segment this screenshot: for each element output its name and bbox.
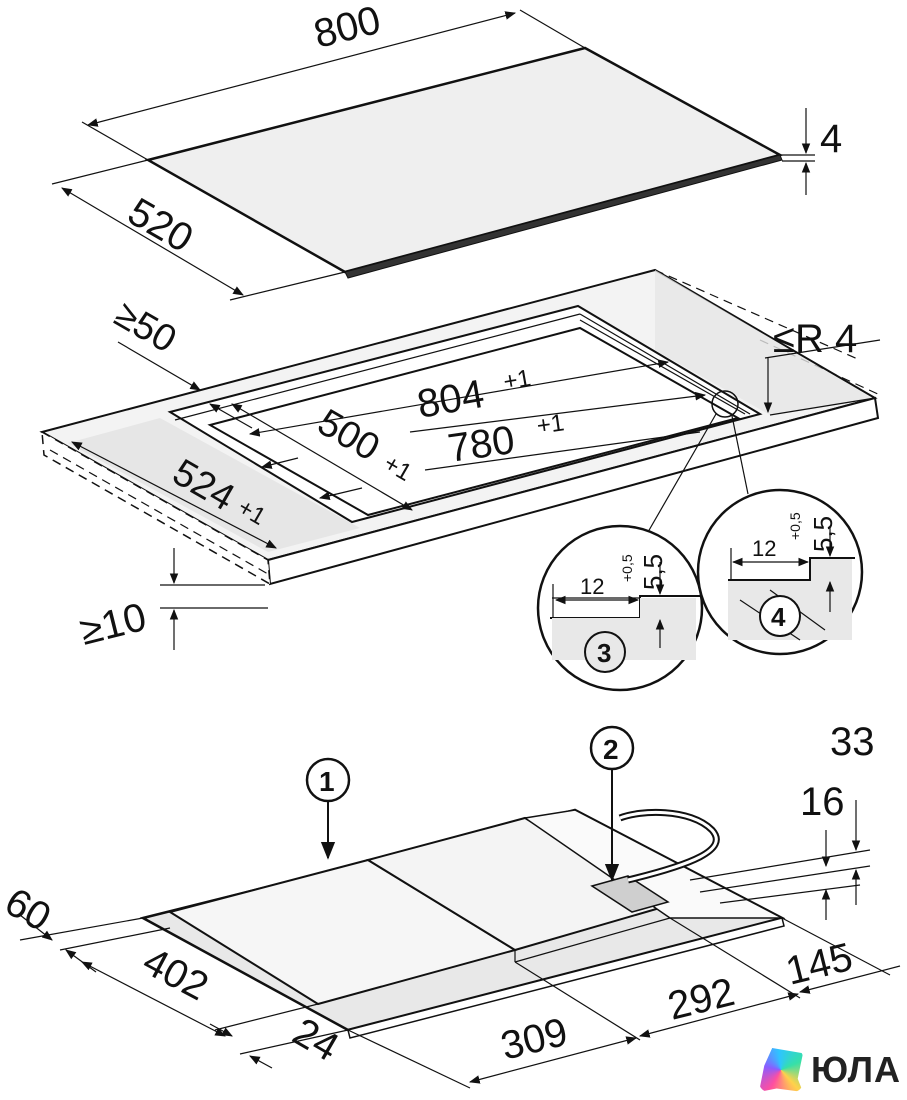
detail-4-label: 4 [771, 602, 786, 632]
dim-inner-length: 780 +1 [409, 391, 707, 471]
detail-4: 12 5,5 +0,5 4 [696, 488, 864, 656]
label-min-50: ≥50 [108, 293, 184, 361]
detail-4-tol: +0,5 [787, 512, 803, 540]
callout-1-label: 1 [319, 766, 335, 797]
detail-3-depth: 5,5 [638, 554, 668, 590]
brand-logo-text: ЮЛА [810, 1049, 901, 1090]
label-145: 145 [782, 935, 857, 994]
label-800: 800 [310, 0, 385, 57]
dim-thickness-4: 4 [780, 108, 842, 195]
brand-logo-icon [758, 1048, 803, 1092]
cooktop-plate [144, 46, 784, 279]
detail-pointer [647, 390, 749, 533]
detail-3: 12 5,5 +0,5 3 [536, 524, 704, 692]
label-33: 33 [830, 720, 875, 764]
detail-4-depth: 5,5 [808, 516, 838, 552]
cooktop-unit [139, 808, 786, 1039]
detail-3-label: 3 [597, 638, 611, 668]
label-16: 16 [800, 780, 845, 824]
label-780-tol: +1 [535, 409, 566, 440]
label-520: 520 [121, 190, 201, 261]
detail-4-width: 12 [752, 536, 776, 561]
label-min-10: ≥10 [76, 595, 151, 654]
label-780: 780 [445, 418, 517, 471]
label-804-tol: +1 [501, 365, 533, 396]
brand-logo: ЮЛА [758, 1048, 901, 1092]
callout-1: 1 [305, 757, 351, 860]
label-radius: ≤R 4 [773, 317, 857, 361]
detail-3-tol: +0,5 [619, 554, 635, 582]
dim-heights: 33 16 [689, 720, 875, 920]
label-60: 60 [0, 880, 58, 940]
label-292: 292 [664, 970, 739, 1029]
callout-2: 2 [589, 725, 635, 882]
detail-3-width: 12 [580, 574, 604, 599]
dim-front-60: 60 [0, 880, 171, 973]
label-4: 4 [820, 117, 842, 161]
label-309: 309 [497, 1010, 572, 1069]
callout-2-label: 2 [603, 734, 619, 765]
dim-radius: ≤R 4 [763, 317, 881, 414]
